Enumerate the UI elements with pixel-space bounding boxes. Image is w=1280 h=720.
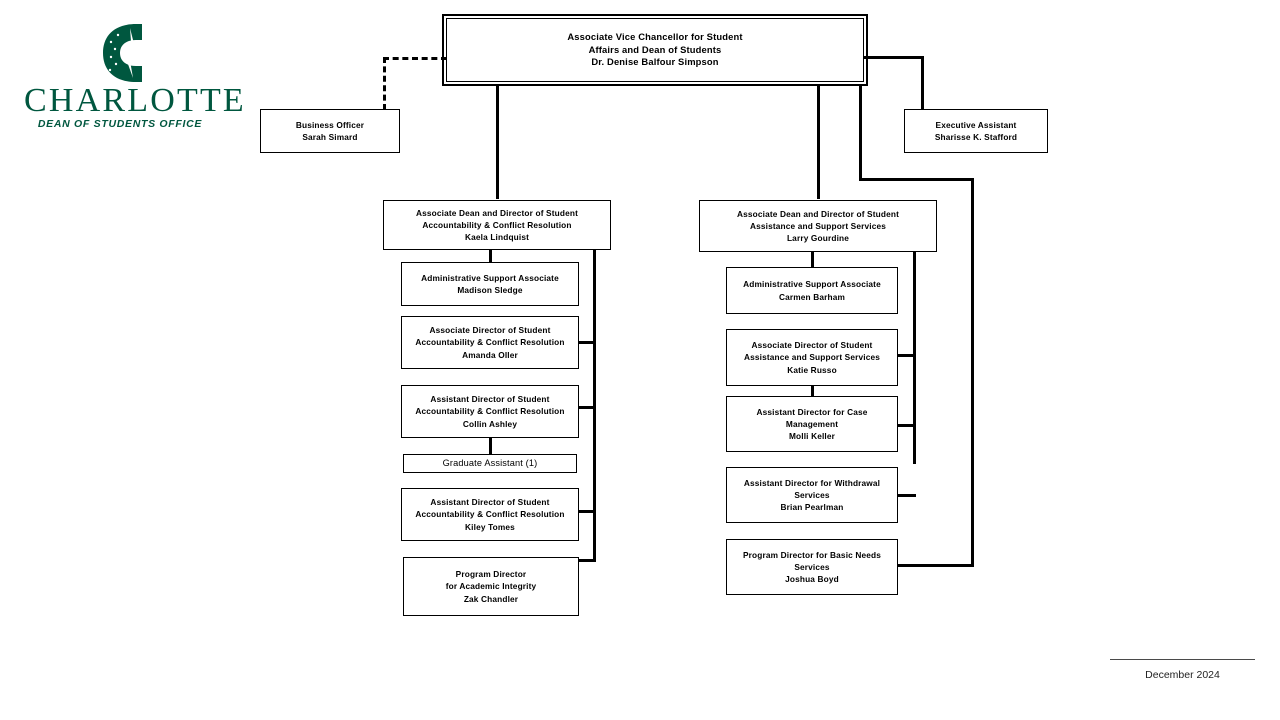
edge-avc-executive-assistant-vertical: [921, 56, 924, 110]
node-line: Accountability & Conflict Resolution: [422, 219, 572, 230]
edge-accountability-asst-dir-ashley: [578, 406, 596, 409]
node-line: Associate Vice Chancellor for Student: [567, 31, 743, 43]
node-assistant-director-brian-pearlman[interactable]: Assistant Director for Withdrawal Servic…: [726, 467, 898, 523]
node-line: Business Officer: [295, 119, 365, 130]
node-line: Program Director: [455, 569, 527, 580]
node-line: Brian Pearlman: [780, 502, 844, 513]
edge-ashley-graduate-assistant: [489, 438, 492, 454]
node-line: Associate Director of Student: [429, 325, 551, 336]
node-line: Assistance and Support Services: [749, 220, 887, 231]
node-line: Joshua Boyd: [785, 574, 839, 585]
node-line: Sarah Simard: [302, 132, 358, 142]
node-assistant-director-kiley-tomes[interactable]: Assistant Director of Student Accountabi…: [401, 488, 579, 541]
node-line: Associate Director of Student: [751, 340, 873, 351]
node-assistant-director-collin-ashley[interactable]: Assistant Director of Student Accountabi…: [401, 385, 579, 438]
node-associate-dean-assistance[interactable]: Associate Dean and Director of Student A…: [699, 200, 937, 252]
node-line: for Academic Integrity: [445, 581, 537, 592]
node-line: Kaela Lindquist: [464, 232, 530, 243]
edge-russo-asst-dir-keller: [811, 386, 814, 396]
node-graduate-assistant[interactable]: Graduate Assistant (1): [403, 454, 577, 473]
node-line: Madison Sledge: [457, 285, 523, 295]
node-associate-vice-chancellor[interactable]: Associate Vice Chancellor for Student Af…: [442, 14, 868, 86]
node-line: Administrative Support Associate: [743, 279, 881, 290]
node-line: Executive Assistant: [935, 119, 1017, 130]
node-admin-support-carmen-barham[interactable]: Administrative Support Associate Carmen …: [726, 267, 898, 314]
edge-avc-business-officer-horizontal: [383, 57, 447, 60]
footer-date: December 2024: [1145, 669, 1220, 681]
node-line: Amanda Oller: [462, 349, 518, 360]
node-business-officer[interactable]: Business Officer Sarah Simard: [260, 109, 400, 153]
logo-subtitle: DEAN OF STUDENTS OFFICE: [37, 118, 203, 130]
node-program-director-joshua-boyd[interactable]: Program Director for Basic Needs Service…: [726, 539, 898, 595]
node-associate-dean-accountability[interactable]: Associate Dean and Director of Student A…: [383, 200, 611, 250]
edge-avc-executive-assistant-horizontal: [864, 56, 924, 59]
edge-assistance-asst-dir-keller: [897, 424, 916, 427]
node-line: Carmen Barham: [778, 291, 846, 302]
node-line: Administrative Support Associate: [421, 272, 559, 283]
node-line: Graduate Assistant (1): [442, 457, 538, 468]
edge-assistance-admin-support-barham: [811, 252, 814, 267]
edge-assistance-asst-dir-pearlman: [897, 494, 916, 497]
node-line: Larry Gourdine: [786, 233, 850, 244]
edge-avc-right-rail-top: [859, 178, 974, 181]
node-line: Accountability & Conflict Resolution: [415, 406, 565, 417]
node-line: Program Director for Basic Needs: [742, 549, 882, 560]
node-line: Accountability & Conflict Resolution: [415, 337, 565, 348]
edge-accountability-rail: [593, 249, 596, 562]
node-line: Katie Russo: [787, 364, 837, 375]
edge-avc-program-dir-boyd: [897, 564, 974, 567]
edge-avc-business-officer-vertical: [383, 57, 386, 110]
edge-avc-right-rail-drop: [859, 84, 862, 181]
edge-accountability-asst-dir-tomes: [578, 510, 596, 513]
node-line: Affairs and Dean of Students: [588, 43, 722, 55]
node-line: Collin Ashley: [462, 418, 518, 429]
node-line: Associate Dean and Director of Student: [416, 207, 578, 218]
edge-assistance-rail: [913, 252, 916, 464]
node-line: Zak Chandler: [463, 593, 519, 604]
edge-avc-assoc-dean-accountability: [496, 84, 499, 199]
edge-accountability-program-dir-chandler: [578, 559, 596, 562]
charlotte-crown-c-icon: [103, 24, 142, 82]
node-associate-director-amanda-oller[interactable]: Associate Director of Student Accountabi…: [401, 316, 579, 369]
node-line: Assistant Director of Student: [430, 497, 550, 508]
node-line: Molli Keller: [788, 431, 836, 442]
node-line: Assistant Director of Student: [430, 394, 550, 405]
edge-assistance-assoc-dir-russo: [897, 354, 916, 357]
edge-avc-right-rail-vertical: [971, 178, 974, 567]
edge-accountability-admin-support-sledge: [489, 249, 492, 263]
node-admin-support-madison-sledge[interactable]: Administrative Support Associate Madison…: [401, 262, 579, 306]
node-line: Associate Dean and Director of Student: [737, 208, 899, 219]
node-executive-assistant[interactable]: Executive Assistant Sharisse K. Stafford: [904, 109, 1048, 153]
node-line: Dr. Denise Balfour Simpson: [591, 56, 719, 68]
node-line: Services: [794, 489, 830, 500]
node-program-director-zak-chandler[interactable]: Program Director for Academic Integrity …: [403, 557, 579, 616]
charlotte-dean-of-students-logo: CHARLOTTE DEAN OF STUDENTS OFFICE: [24, 22, 246, 132]
edge-accountability-assoc-dir-oller: [578, 341, 596, 344]
edge-avc-assoc-dean-assistance: [817, 84, 820, 199]
node-associate-director-katie-russo[interactable]: Associate Director of Student Assistance…: [726, 329, 898, 386]
node-line: Assistance and Support Services: [743, 352, 881, 363]
node-line: Sharisse K. Stafford: [934, 132, 1018, 142]
node-line: Assistant Director for Case: [756, 406, 868, 417]
node-line: Services: [794, 561, 830, 572]
node-assistant-director-molli-keller[interactable]: Assistant Director for Case Management M…: [726, 396, 898, 452]
node-line: Assistant Director for Withdrawal: [743, 477, 881, 488]
node-line: Kiley Tomes: [465, 521, 515, 532]
footer-divider: [1110, 659, 1255, 660]
node-line: Management: [785, 418, 839, 429]
logo-wordmark: CHARLOTTE: [24, 82, 246, 119]
node-line: Accountability & Conflict Resolution: [415, 509, 565, 520]
